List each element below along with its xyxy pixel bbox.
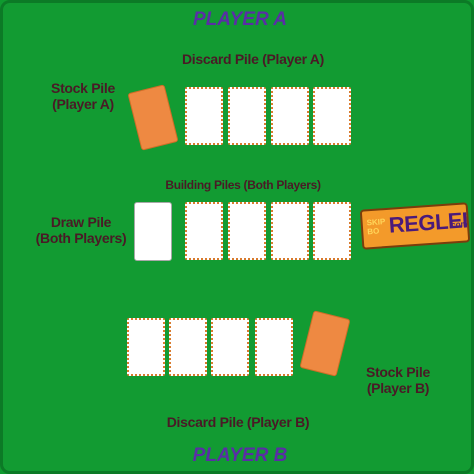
- stock-pile-b-label-line2: (Player B): [366, 380, 430, 396]
- draw-pile-label: Draw Pile (Both Players): [31, 214, 131, 246]
- building-slot-3[interactable]: [271, 202, 309, 260]
- discard-slot-b-4[interactable]: [255, 318, 293, 376]
- stock-pile-b-label-line1: Stock Pile: [366, 364, 430, 380]
- discard-slot-a-1[interactable]: [185, 87, 223, 145]
- building-slot-4[interactable]: [313, 202, 351, 260]
- stock-pile-b-label: Stock Pile (Player B): [348, 364, 448, 396]
- discard-pile-a-label: Discard Pile (Player A): [182, 51, 324, 67]
- draw-pile-label-line2: (Both Players): [35, 230, 127, 246]
- building-slot-1[interactable]: [185, 202, 223, 260]
- draw-pile-label-line1: Draw Pile: [50, 214, 112, 230]
- discard-slot-b-3[interactable]: [211, 318, 249, 376]
- building-slot-2[interactable]: [228, 202, 266, 260]
- draw-pile-card[interactable]: [134, 202, 172, 261]
- player-b-label: PLAYER B: [192, 445, 288, 466]
- discard-slot-a-3[interactable]: [271, 87, 309, 145]
- logo-small-text: SKIP BO: [366, 217, 386, 236]
- stock-pile-a-label: Stock Pile (Player A): [33, 80, 133, 112]
- skipbo-regler-logo: SKIP BO REGLER .com: [359, 202, 471, 250]
- discard-slot-b-2[interactable]: [169, 318, 207, 376]
- logo-small-line2: BO: [366, 226, 380, 237]
- building-piles-label: Building Piles (Both Players): [165, 178, 321, 192]
- stock-pile-a-label-line2: (Player A): [52, 96, 114, 112]
- discard-slot-a-2[interactable]: [228, 87, 266, 145]
- stock-pile-b-card[interactable]: [299, 310, 351, 377]
- discard-pile-b-label: Discard Pile (Player B): [166, 414, 310, 430]
- logo-domain-text: .com: [448, 219, 468, 230]
- stock-pile-a-card[interactable]: [127, 84, 179, 151]
- discard-slot-a-4[interactable]: [313, 87, 351, 145]
- stock-pile-a-label-line1: Stock Pile: [51, 80, 115, 96]
- discard-slot-b-1[interactable]: [127, 318, 165, 376]
- player-a-label: PLAYER A: [193, 9, 287, 30]
